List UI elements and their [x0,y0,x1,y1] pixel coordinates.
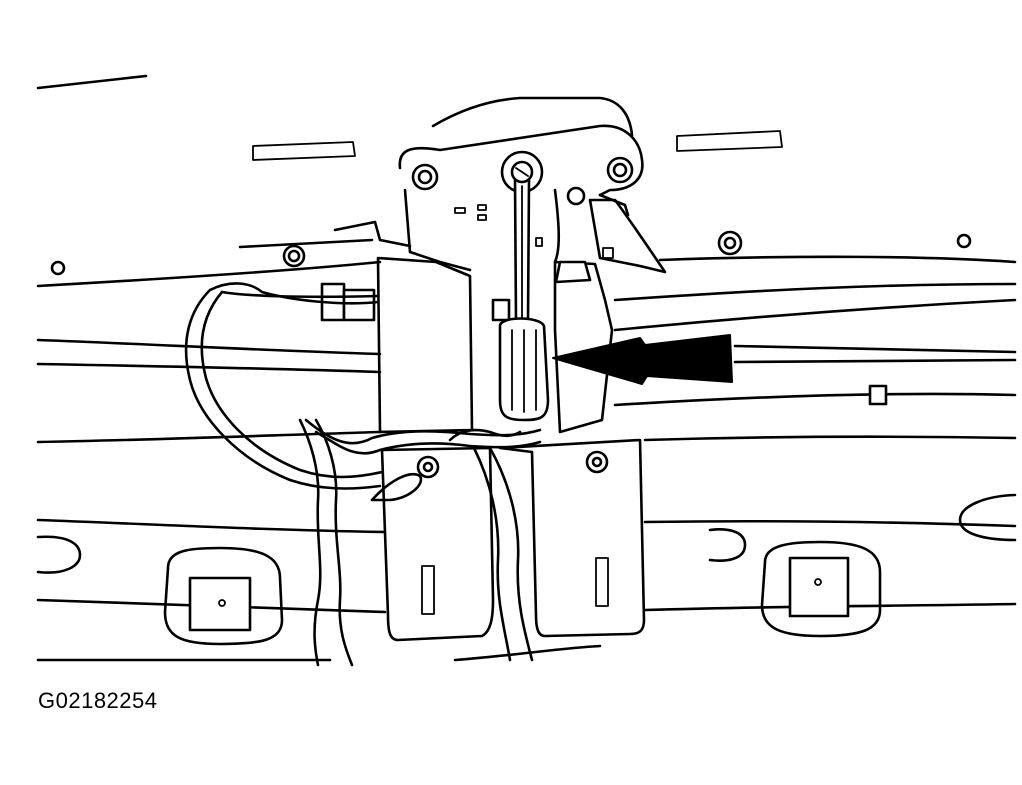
rail-slots [36,493,1017,574]
panel-bolts [50,230,972,406]
lower-bracket-right [498,438,646,638]
screw-head [510,160,534,184]
figure-id-label: G02182254 [38,688,158,713]
latch-block [320,256,614,434]
screwdriver [498,178,550,422]
right-mounting-pad [760,540,882,638]
left-mounting-pad [163,546,284,646]
lower-bracket-left [380,446,495,642]
pointer-arrow [552,334,733,385]
wiring-harness [184,282,542,667]
actuator-housing [333,96,667,274]
